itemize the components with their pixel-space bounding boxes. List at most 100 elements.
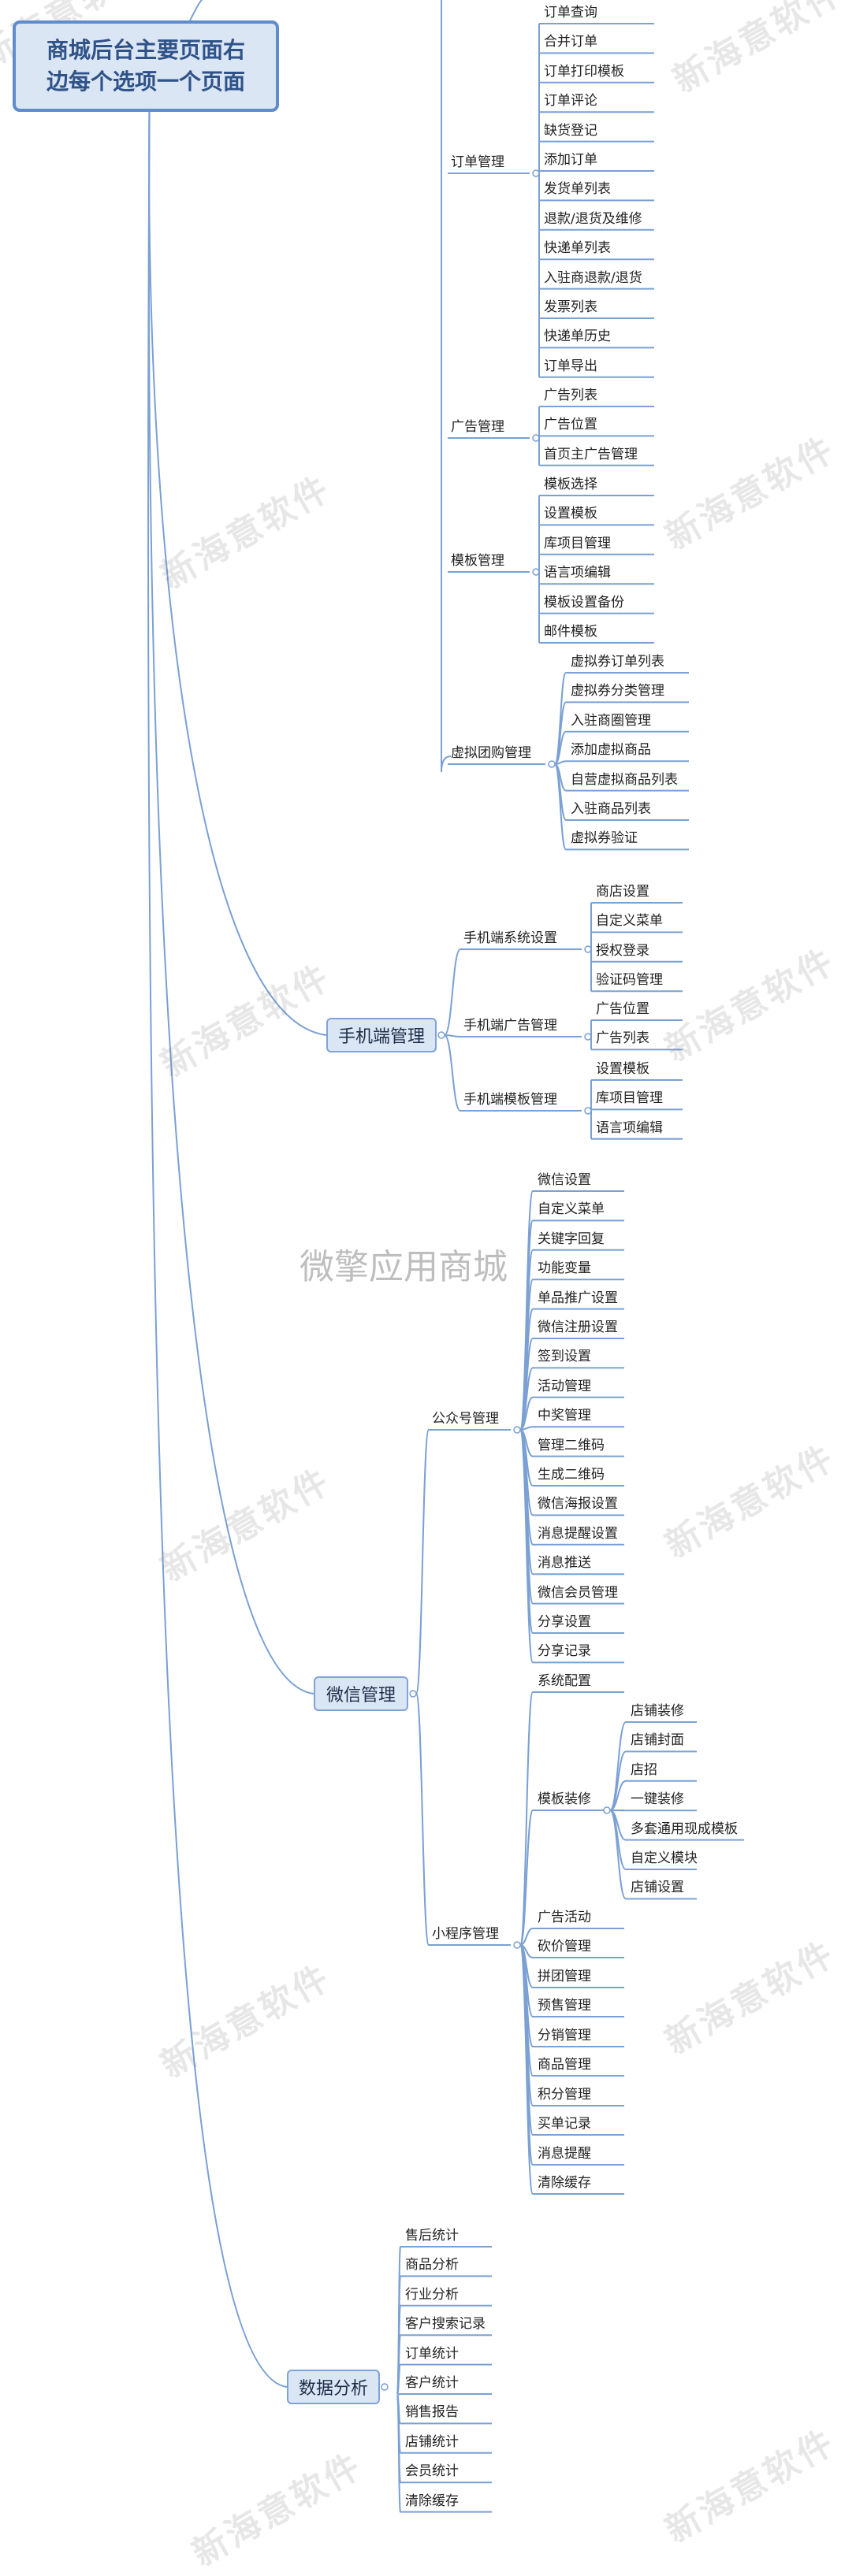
- leaf-2-1-1[interactable]: 模板装修: [538, 1790, 591, 1809]
- leaf-2-0-16[interactable]: 分享记录: [538, 1642, 591, 1661]
- leaf-2-0-10[interactable]: 生成二维码: [538, 1465, 605, 1484]
- leaf-2-1-5[interactable]: 预售管理: [538, 1996, 591, 2015]
- leaf-2-0-11[interactable]: 微信海报设置: [538, 1494, 618, 1513]
- leaf-0-0-6[interactable]: 发货单列表: [544, 180, 611, 199]
- leaf-2-1-11[interactable]: 清除缓存: [538, 2173, 591, 2192]
- leaf-0-3-6[interactable]: 虚拟券验证: [571, 829, 638, 848]
- category-node-2[interactable]: 微信管理: [314, 1676, 408, 1711]
- collapse-toggle[interactable]: [438, 1032, 445, 1038]
- leaf-2-1-4[interactable]: 拼团管理: [538, 1967, 591, 1986]
- leaf-0-3-1[interactable]: 虚拟券分类管理: [571, 681, 664, 700]
- leaf-0-2-4[interactable]: 模板设置备份: [544, 593, 624, 612]
- leaf-0-0-11[interactable]: 快递单历史: [544, 327, 611, 346]
- leaf-0-1-2[interactable]: 首页主广告管理: [544, 445, 638, 464]
- leaf-2-1-6[interactable]: 分销管理: [538, 2026, 591, 2045]
- leaf-2-1-10[interactable]: 消息提醒: [538, 2144, 591, 2163]
- group-label-0-3[interactable]: 虚拟团购管理: [451, 744, 531, 763]
- leaf-2-0-9[interactable]: 管理二维码: [538, 1436, 605, 1455]
- collapse-toggle[interactable]: [533, 569, 539, 575]
- leaf-1-2-2[interactable]: 语言项编辑: [596, 1119, 663, 1138]
- leaf-0-2-1[interactable]: 设置模板: [544, 504, 597, 523]
- leaf-2-0-3[interactable]: 功能变量: [538, 1259, 591, 1278]
- leaf-1-0-0[interactable]: 商店设置: [596, 882, 649, 901]
- collapse-toggle[interactable]: [585, 946, 591, 952]
- leaf-3-0-1[interactable]: 商品分析: [405, 2255, 459, 2274]
- group-label-0-1[interactable]: 广告管理: [451, 418, 504, 436]
- leaf-2-1-3[interactable]: 砍价管理: [538, 1937, 591, 1956]
- leaf-3-0-9[interactable]: 清除缓存: [405, 2492, 459, 2511]
- leaf-3-0-8[interactable]: 会员统计: [405, 2462, 459, 2481]
- leaf-0-2-2[interactable]: 库项目管理: [544, 534, 611, 553]
- leaf-2-0-6[interactable]: 签到设置: [538, 1347, 591, 1366]
- leaf-0-0-4[interactable]: 缺货登记: [544, 121, 597, 140]
- leaf-0-0-2[interactable]: 订单打印模板: [544, 62, 624, 81]
- leaf-2-1-2[interactable]: 广告活动: [538, 1908, 591, 1927]
- leaf-3-0-5[interactable]: 客户统计: [405, 2374, 459, 2392]
- collapse-toggle[interactable]: [585, 1108, 591, 1114]
- group-label-0-2[interactable]: 模板管理: [451, 551, 504, 570]
- group-label-0-0[interactable]: 订单管理: [451, 153, 504, 172]
- leaf-0-0-5[interactable]: 添加订单: [544, 150, 597, 169]
- leaf-0-3-4[interactable]: 自营虚拟商品列表: [571, 770, 678, 789]
- leaf-0-2-3[interactable]: 语言项编辑: [544, 563, 611, 582]
- leaf-0-3-5[interactable]: 入驻商品列表: [571, 800, 651, 818]
- leaf-2-0-12[interactable]: 消息提醒设置: [538, 1524, 618, 1543]
- leaf-0-3-2[interactable]: 入驻商圈管理: [571, 711, 651, 730]
- leaf-0-0-12[interactable]: 订单导出: [544, 357, 597, 376]
- leaf-2-1-8[interactable]: 积分管理: [538, 2085, 591, 2104]
- subleaf-1[interactable]: 店铺封面: [631, 1731, 684, 1750]
- group-label-1-0[interactable]: 手机端系统设置: [463, 929, 557, 948]
- leaf-2-1-9[interactable]: 买单记录: [538, 2114, 591, 2133]
- leaf-0-0-8[interactable]: 快递单列表: [544, 239, 611, 258]
- leaf-2-0-7[interactable]: 活动管理: [538, 1377, 591, 1396]
- subleaf-4[interactable]: 多套通用现成模板: [631, 1820, 738, 1839]
- leaf-1-1-1[interactable]: 广告列表: [596, 1029, 649, 1048]
- root-title-node[interactable]: 商城后台主要页面右 边每个选项一个页面: [13, 20, 279, 112]
- leaf-0-3-3[interactable]: 添加虚拟商品: [571, 741, 651, 759]
- collapse-toggle[interactable]: [514, 1427, 520, 1433]
- leaf-1-2-1[interactable]: 库项目管理: [596, 1089, 663, 1108]
- collapse-toggle[interactable]: [533, 435, 539, 441]
- leaf-0-0-0[interactable]: 订单查询: [544, 3, 597, 22]
- leaf-3-0-7[interactable]: 店铺统计: [405, 2433, 459, 2452]
- collapse-toggle[interactable]: [585, 1034, 591, 1040]
- leaf-2-0-0[interactable]: 微信设置: [538, 1171, 591, 1190]
- group-label-2-0[interactable]: 公众号管理: [432, 1409, 499, 1428]
- leaf-2-0-5[interactable]: 微信注册设置: [538, 1318, 618, 1337]
- leaf-2-0-8[interactable]: 中奖管理: [538, 1406, 591, 1425]
- leaf-2-0-2[interactable]: 关键字回复: [538, 1230, 605, 1249]
- collapse-toggle[interactable]: [381, 2384, 388, 2390]
- subleaf-3[interactable]: 一键装修: [631, 1790, 684, 1809]
- collapse-toggle[interactable]: [604, 1807, 610, 1813]
- leaf-0-2-5[interactable]: 邮件模板: [544, 622, 597, 641]
- leaf-3-0-0[interactable]: 售后统计: [405, 2226, 459, 2245]
- subleaf-0[interactable]: 店铺装修: [631, 1702, 684, 1720]
- collapse-toggle[interactable]: [514, 1942, 520, 1948]
- leaf-2-0-4[interactable]: 单品推广设置: [538, 1289, 618, 1308]
- leaf-2-0-15[interactable]: 分享设置: [538, 1613, 591, 1631]
- leaf-2-1-0[interactable]: 系统配置: [538, 1672, 591, 1691]
- subleaf-5[interactable]: 自定义模块: [631, 1849, 698, 1868]
- leaf-0-0-7[interactable]: 退款/退货及维修: [544, 210, 642, 228]
- leaf-2-0-1[interactable]: 自定义菜单: [538, 1200, 605, 1219]
- leaf-1-0-1[interactable]: 自定义菜单: [596, 911, 663, 930]
- leaf-0-0-3[interactable]: 订单评论: [544, 91, 597, 110]
- group-label-1-2[interactable]: 手机端模板管理: [463, 1090, 557, 1109]
- leaf-1-2-0[interactable]: 设置模板: [596, 1060, 649, 1078]
- leaf-1-0-3[interactable]: 验证码管理: [596, 971, 663, 989]
- leaf-2-0-14[interactable]: 微信会员管理: [538, 1583, 618, 1602]
- leaf-3-0-6[interactable]: 销售报告: [405, 2403, 459, 2422]
- leaf-0-0-9[interactable]: 入驻商退款/退货: [544, 269, 642, 288]
- category-node-1[interactable]: 手机端管理: [326, 1018, 437, 1052]
- subleaf-6[interactable]: 店铺设置: [631, 1878, 684, 1897]
- leaf-1-0-2[interactable]: 授权登录: [596, 941, 649, 960]
- leaf-0-1-1[interactable]: 广告位置: [544, 415, 597, 434]
- leaf-3-0-2[interactable]: 行业分析: [405, 2285, 459, 2304]
- collapse-toggle[interactable]: [549, 761, 555, 767]
- category-node-3[interactable]: 数据分析: [287, 2370, 380, 2404]
- leaf-2-1-7[interactable]: 商品管理: [538, 2055, 591, 2074]
- collapse-toggle[interactable]: [410, 1691, 416, 1697]
- leaf-0-3-0[interactable]: 虚拟券订单列表: [571, 652, 664, 671]
- group-label-2-1[interactable]: 小程序管理: [432, 1925, 499, 1943]
- leaf-3-0-4[interactable]: 订单统计: [405, 2344, 459, 2363]
